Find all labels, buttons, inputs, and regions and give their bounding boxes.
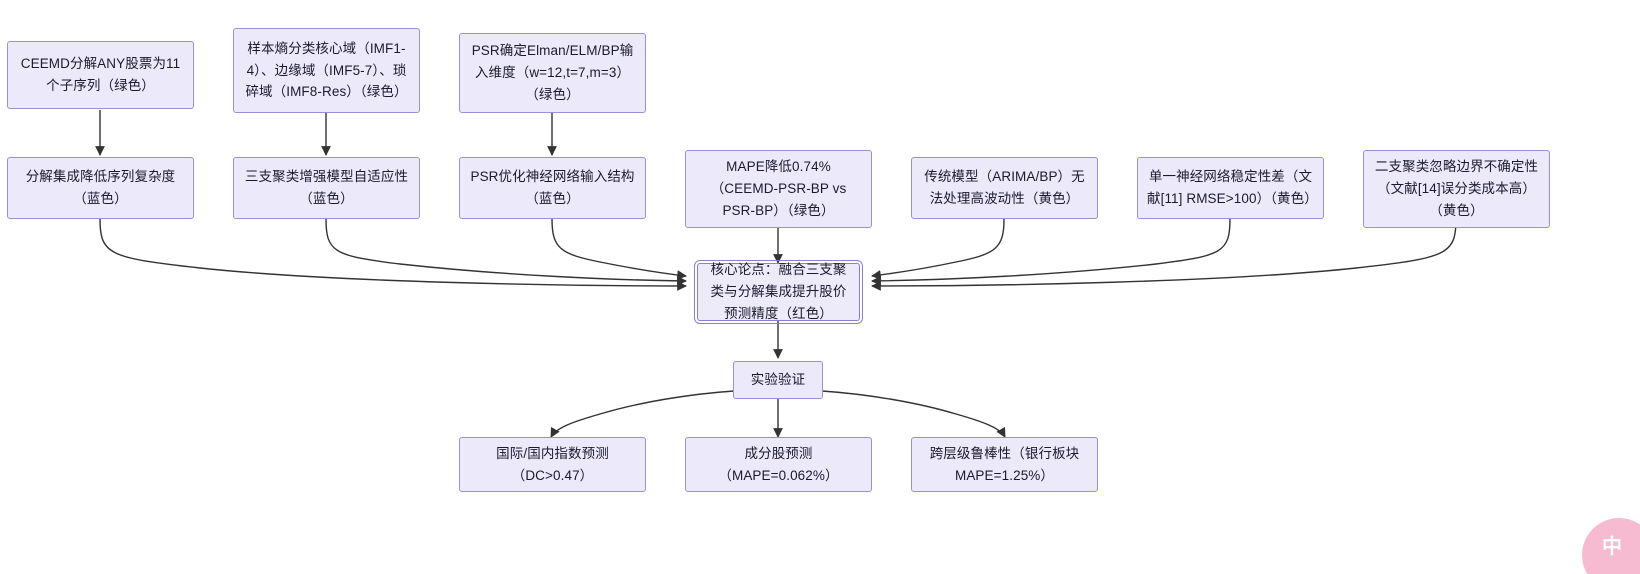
edge-n8-core — [871, 218, 1005, 280]
node-ceemd-decompose[interactable]: CEEMD分解ANY股票为11个子序列（绿色） — [7, 41, 194, 109]
watermark-badge: 中 — [1582, 518, 1640, 574]
node-sample-entropy-classify[interactable]: 样本熵分类核心域（IMF1-4）、边缘域（IMF5-7）、琐碎域（IMF8-Re… — [233, 28, 420, 113]
edge-n11-n14 — [821, 390, 1006, 438]
edge-n5-core — [325, 218, 687, 286]
node-label: 核心论点：融合三支聚类与分解集成提升股价预测精度（红色） — [710, 262, 847, 321]
watermark-text: 中 — [1602, 536, 1622, 558]
edge-n9-core — [871, 218, 1231, 286]
edge-n11-n12 — [550, 390, 735, 438]
node-component-stock-forecast[interactable]: 成分股预测（MAPE=0.062%） — [685, 437, 872, 492]
edge-n4-core — [99, 218, 687, 291]
node-label: 传统模型（ARIMA/BP）无法处理高波动性（黄色） — [924, 169, 1085, 206]
node-three-way-clustering-adaptive[interactable]: 三支聚类增强模型自适应性（蓝色） — [233, 157, 420, 219]
node-label: PSR确定Elman/ELM/BP输入维度（w=12,t=7,m=3）（绿色） — [471, 43, 634, 102]
node-label: CEEMD分解ANY股票为11个子序列（绿色） — [20, 56, 181, 93]
node-experiment-validation[interactable]: 实验验证 — [733, 361, 823, 399]
node-label: 样本熵分类核心域（IMF1-4）、边缘域（IMF5-7）、琐碎域（IMF8-Re… — [245, 40, 408, 100]
node-label: 国际/国内指数预测（DC>0.47） — [496, 445, 609, 483]
node-label: PSR优化神经网络输入结构（蓝色） — [470, 169, 635, 206]
node-label: 成分股预测（MAPE=0.062%） — [718, 445, 839, 483]
node-core-thesis[interactable]: 核心论点：融合三支聚类与分解集成提升股价预测精度（红色） — [694, 260, 863, 324]
node-psr-input-dimension[interactable]: PSR确定Elman/ELM/BP输入维度（w=12,t=7,m=3）（绿色） — [459, 33, 646, 113]
node-label: 单一神经网络稳定性差（文献[11] RMSE>100）（黄色） — [1147, 169, 1318, 206]
node-label: 跨层级鲁棒性（银行板块MAPE=1.25%） — [929, 445, 1080, 483]
node-label: MAPE降低0.74%（CEEMD-PSR-BP vs PSR-BP）（绿色） — [710, 159, 847, 218]
node-traditional-model-limit[interactable]: 传统模型（ARIMA/BP）无法处理高波动性（黄色） — [911, 157, 1098, 219]
node-psr-optimize-structure[interactable]: PSR优化神经网络输入结构（蓝色） — [459, 157, 646, 219]
node-label: 三支聚类增强模型自适应性（蓝色） — [244, 169, 409, 206]
node-mape-reduction[interactable]: MAPE降低0.74%（CEEMD-PSR-BP vs PSR-BP）（绿色） — [685, 150, 872, 228]
node-single-nn-instability[interactable]: 单一神经网络稳定性差（文献[11] RMSE>100）（黄色） — [1137, 157, 1324, 219]
edge-n6-core — [551, 218, 687, 280]
node-index-forecast[interactable]: 国际/国内指数预测（DC>0.47） — [459, 437, 646, 492]
node-label: 实验验证 — [750, 372, 806, 388]
node-cross-level-robustness[interactable]: 跨层级鲁棒性（银行板块MAPE=1.25%） — [911, 437, 1098, 492]
node-two-way-clustering-limit[interactable]: 二支聚类忽略边界不确定性（文献[14]误分类成本高）（黄色） — [1363, 150, 1550, 228]
edge-n10-core — [871, 218, 1457, 291]
node-label: 分解集成降低序列复杂度（蓝色） — [25, 169, 176, 206]
node-reduce-complexity[interactable]: 分解集成降低序列复杂度（蓝色） — [7, 157, 194, 219]
node-label: 二支聚类忽略边界不确定性（文献[14]误分类成本高）（黄色） — [1374, 159, 1539, 218]
